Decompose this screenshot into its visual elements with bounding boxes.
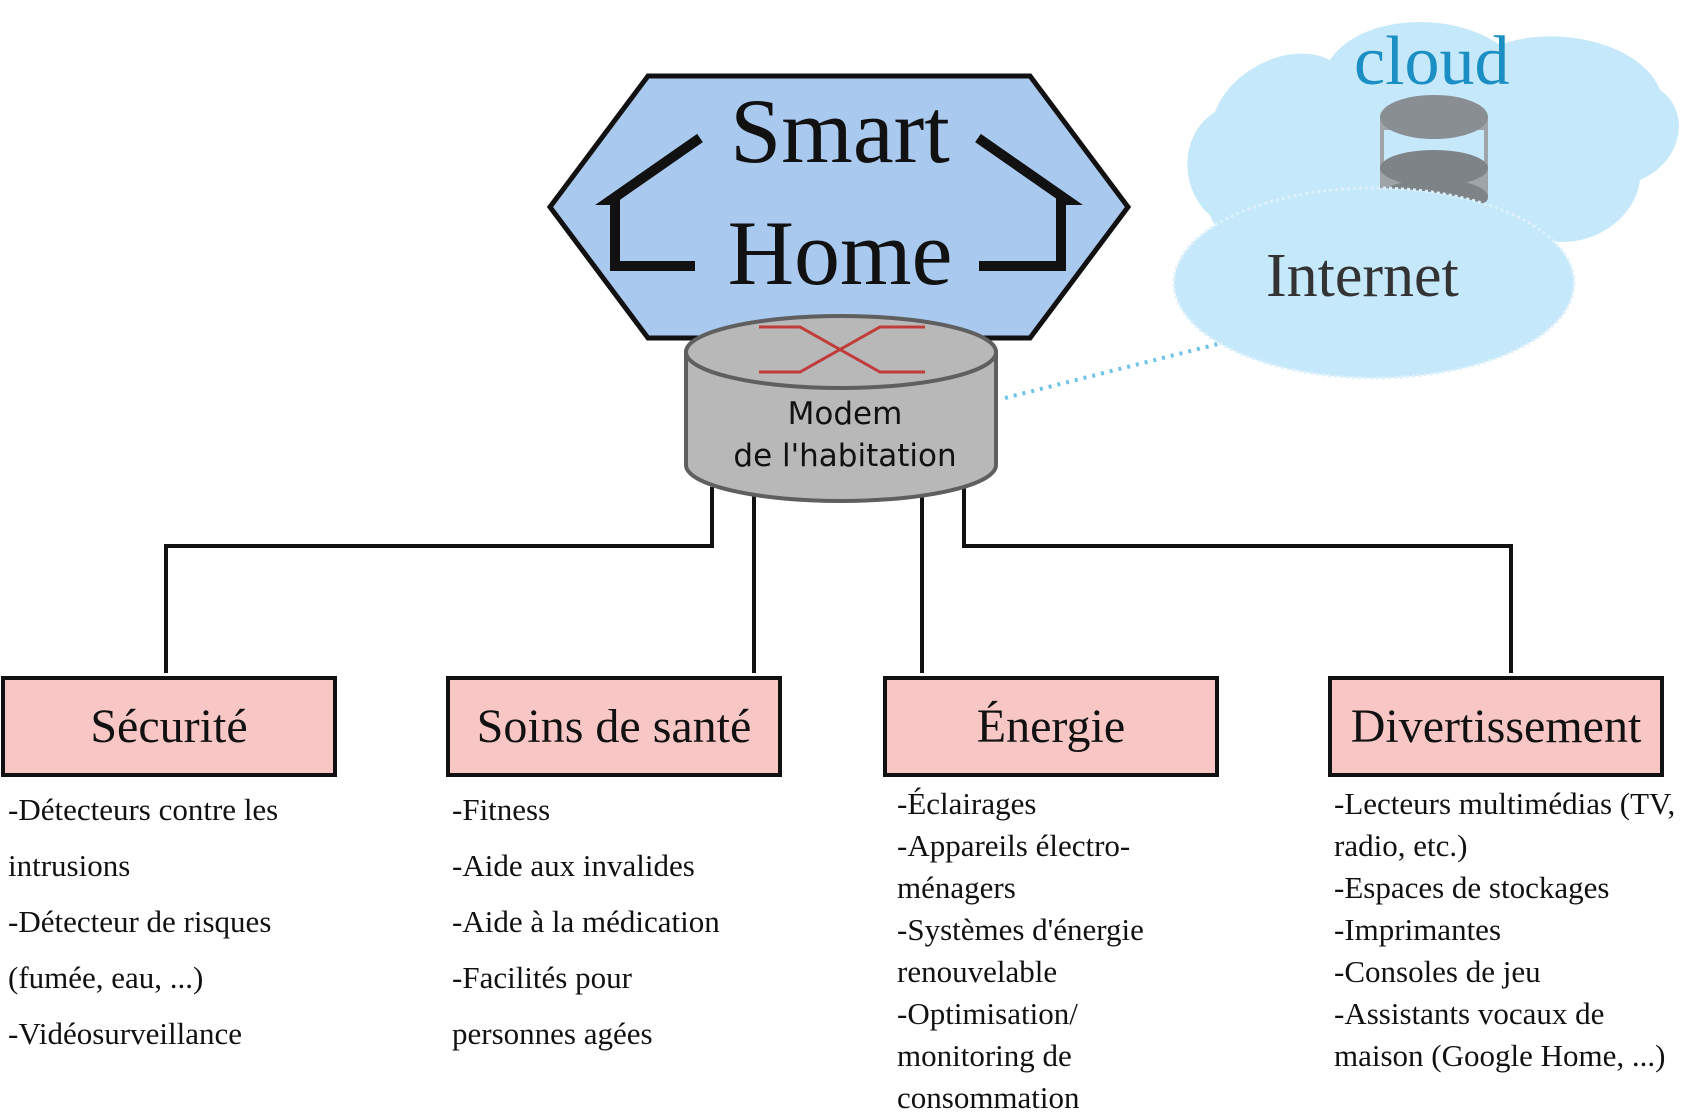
modem-label-line2: de l'habitation (733, 438, 957, 474)
smart-home-title-line1: Smart (730, 80, 950, 182)
house-icon (595, 133, 1083, 271)
list-item: maison (Google Home, ...) (1334, 1038, 1666, 1073)
list-item: -Détecteur de risques (8, 904, 272, 939)
securite-items: -Détecteurs contre les intrusions -Détec… (8, 782, 278, 1062)
list-item: -Systèmes d'énergie (897, 912, 1144, 947)
list-item: -Aide à la médication (452, 904, 720, 939)
modem-label: Modem de l'habitation (685, 393, 1005, 477)
list-item: ménagers (897, 870, 1016, 905)
list-item: -Optimisation/ (897, 996, 1078, 1031)
list-item: -Espaces de stockages (1334, 870, 1610, 905)
divertissement-items: -Lecteurs multimédias (TV, radio, etc.) … (1334, 783, 1675, 1077)
smart-home-title-line2: Home (727, 202, 953, 304)
list-item: -Appareils électro- (897, 828, 1131, 863)
connector-lines (164, 487, 1513, 673)
internet-ellipse (1172, 186, 1576, 380)
list-item: consommation (897, 1080, 1080, 1115)
category-securite: Sécurité (1, 676, 337, 777)
internet-label: Internet (1266, 242, 1459, 310)
router-cross-icon (759, 325, 925, 374)
list-item: -Lecteurs multimédias (TV, (1334, 786, 1676, 821)
list-item: -Assistants vocaux de (1334, 996, 1605, 1031)
soins-de-sante-items: -Fitness -Aide aux invalides -Aide à la … (452, 782, 720, 1062)
category-energie: Énergie (883, 676, 1219, 777)
list-item: -Vidéosurveillance (8, 1016, 242, 1051)
list-item: monitoring de (897, 1038, 1072, 1073)
cloud-label: cloud (1354, 23, 1510, 100)
list-item: personnes agées (452, 1016, 653, 1051)
category-soins-de-sante: Soins de santé (446, 676, 782, 777)
list-item: renouvelable (897, 954, 1058, 989)
list-item: -Imprimantes (1334, 912, 1502, 947)
modem-label-line1: Modem (787, 396, 903, 432)
energie-items: -Éclairages -Appareils électro- ménagers… (897, 783, 1144, 1119)
list-item: (fumée, eau, ...) (8, 960, 204, 995)
category-divertissement: Divertissement (1328, 676, 1664, 777)
internet-link (1004, 342, 1219, 400)
list-item: -Détecteurs contre les (8, 792, 279, 827)
modem-device (684, 314, 998, 503)
list-item: -Aide aux invalides (452, 848, 695, 883)
list-item: intrusions (8, 848, 131, 883)
list-item: -Éclairages (897, 786, 1037, 821)
list-item: -Fitness (452, 792, 551, 827)
list-item: -Facilités pour (452, 960, 632, 995)
list-item: radio, etc.) (1334, 828, 1468, 863)
list-item: -Consoles de jeu (1334, 954, 1541, 989)
